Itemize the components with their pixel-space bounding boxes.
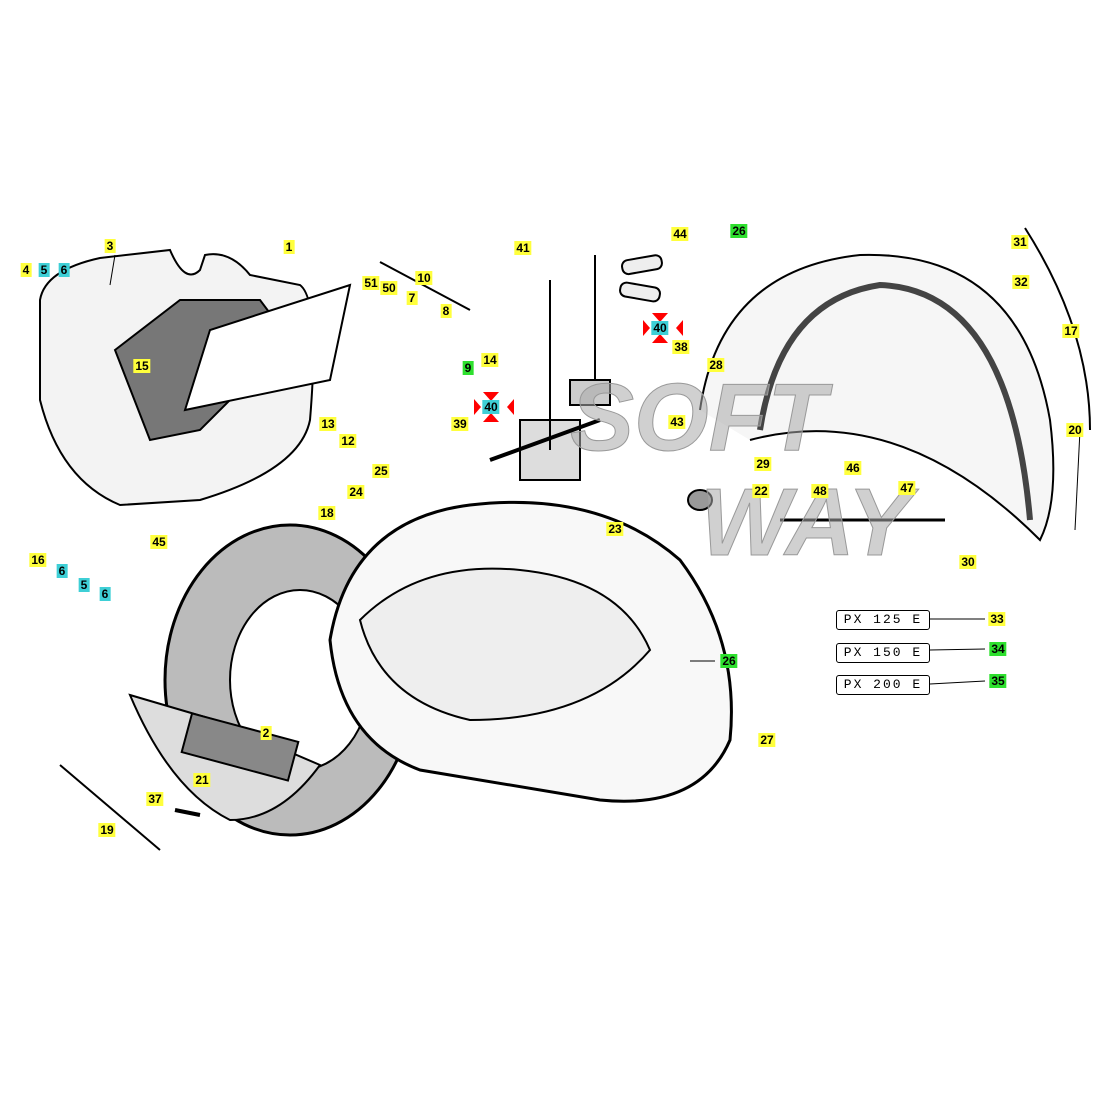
- callout-1: 1: [283, 240, 295, 254]
- callout-51: 51: [362, 276, 380, 290]
- callout-16: 16: [29, 553, 47, 567]
- callout-30: 30: [959, 555, 977, 569]
- callout-45: 45: [150, 535, 168, 549]
- callout-46: 46: [844, 461, 862, 475]
- callout-13: 13: [319, 417, 337, 431]
- callout-4: 4: [20, 263, 32, 277]
- callout-31: 31: [1011, 235, 1029, 249]
- callout-21: 21: [193, 773, 211, 787]
- callout-48: 48: [811, 484, 829, 498]
- callout-38: 38: [672, 340, 690, 354]
- watermark-soft: SOFT: [570, 364, 827, 471]
- callout-6: 6: [58, 263, 70, 277]
- callout-34: 34: [989, 642, 1007, 656]
- watermark-way: WAY: [700, 469, 913, 576]
- marker-arrow: [483, 392, 499, 401]
- marker-arrow: [652, 334, 668, 343]
- callout-17: 17: [1062, 324, 1080, 338]
- callout-44: 44: [671, 227, 689, 241]
- callout-3: 3: [104, 239, 116, 253]
- callout-28: 28: [707, 358, 725, 372]
- callout-7: 7: [406, 291, 418, 305]
- badge-px125e: PX 125 E: [836, 610, 930, 630]
- callout-32: 32: [1012, 275, 1030, 289]
- callout-50: 50: [380, 281, 398, 295]
- callout-24: 24: [347, 485, 365, 499]
- callout-9: 9: [462, 361, 474, 375]
- marker-arrow: [507, 399, 514, 415]
- callout-26: 26: [720, 654, 738, 668]
- marker-arrow: [652, 313, 668, 322]
- callout-47: 47: [898, 481, 916, 495]
- callout-40: 40: [482, 400, 500, 414]
- callout-6: 6: [99, 587, 111, 601]
- callout-26: 26: [730, 224, 748, 238]
- callout-40: 40: [651, 321, 669, 335]
- callout-23: 23: [606, 522, 624, 536]
- callout-33: 33: [988, 612, 1006, 626]
- badge-px200e: PX 200 E: [836, 675, 930, 695]
- callout-19: 19: [98, 823, 116, 837]
- callout-39: 39: [451, 417, 469, 431]
- callout-43: 43: [668, 415, 686, 429]
- marker-arrow: [483, 413, 499, 422]
- callout-5: 5: [78, 578, 90, 592]
- callout-5: 5: [38, 263, 50, 277]
- callout-29: 29: [754, 457, 772, 471]
- callout-10: 10: [415, 271, 433, 285]
- callout-2: 2: [260, 726, 272, 740]
- callout-27: 27: [758, 733, 776, 747]
- callout-35: 35: [989, 674, 1007, 688]
- callout-25: 25: [372, 464, 390, 478]
- callout-14: 14: [481, 353, 499, 367]
- callout-15: 15: [133, 359, 151, 373]
- badge-px150e: PX 150 E: [836, 643, 930, 663]
- callout-41: 41: [514, 241, 532, 255]
- marker-arrow: [474, 399, 481, 415]
- marker-arrow: [676, 320, 683, 336]
- marker-arrow: [643, 320, 650, 336]
- callout-12: 12: [339, 434, 357, 448]
- callout-20: 20: [1066, 423, 1084, 437]
- callout-22: 22: [752, 484, 770, 498]
- callout-37: 37: [146, 792, 164, 806]
- callout-18: 18: [318, 506, 336, 520]
- callout-8: 8: [440, 304, 452, 318]
- callout-6: 6: [56, 564, 68, 578]
